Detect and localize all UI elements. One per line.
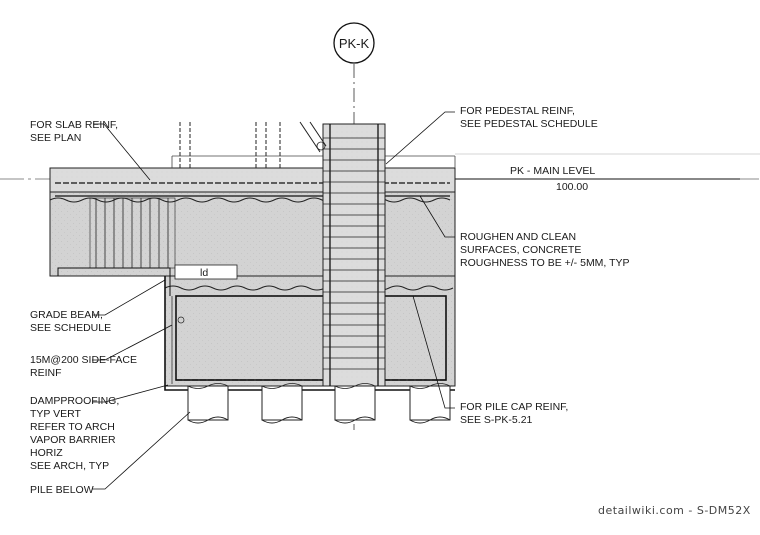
notes: FOR SLAB REINF,SEE PLAN FOR PEDESTAL REIN… [30, 105, 630, 496]
level-name: PK - MAIN LEVEL [510, 165, 595, 177]
note-pile-below: PILE BELOW [30, 484, 94, 496]
pile [187, 383, 229, 424]
pile [261, 383, 303, 424]
slab [49, 153, 760, 193]
dowels [179, 121, 327, 168]
pedestal [322, 123, 386, 387]
watermark: detailwiki.com - S-DM52X [598, 504, 751, 517]
note-grade-beam: GRADE BEAM,SEE SCHEDULE [30, 309, 111, 334]
pile-cap [164, 275, 456, 387]
grade-beam-stirrups [95, 198, 169, 268]
grid-bubble-label: PK-K [339, 36, 370, 51]
grade-beam [49, 191, 456, 277]
note-slab-reinf: FOR SLAB REINF,SEE PLAN [30, 119, 118, 144]
development-length: ld [174, 264, 238, 280]
dimension-label: ld [200, 267, 208, 279]
note-pile-cap-reinf: FOR PILE CAP REINF,SEE S-PK-5.21 [460, 401, 568, 426]
leaders [92, 111, 455, 490]
note-pedestal-reinf: FOR PEDESTAL REINF,SEE PEDESTAL SCHEDULE [460, 105, 598, 130]
pedestal-ties [323, 124, 385, 386]
level-elevation: 100.00 [556, 181, 588, 193]
pile [334, 383, 376, 424]
